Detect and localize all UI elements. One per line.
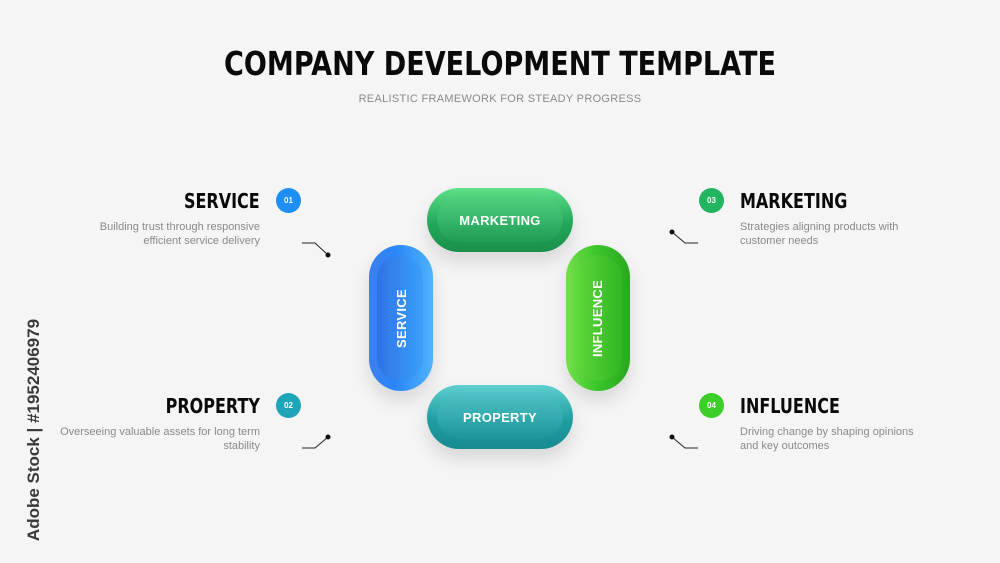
influence-description: Driving change by shaping opinions and k… — [740, 426, 914, 452]
influence-heading: INFLUENCE — [740, 394, 840, 418]
service-connector — [302, 242, 329, 256]
marketing-pill-label: MARKETING — [459, 212, 541, 228]
property-number-badge: 02 — [276, 393, 301, 418]
page-subtitle: REALISTIC FRAMEWORK FOR STEADY PROGRESS — [358, 93, 642, 105]
influence-number-badge: 04 — [699, 393, 724, 418]
property-description: Overseeing valuable assets for long term… — [60, 426, 260, 452]
stock-watermark-text: Adobe Stock | #1952406979 — [24, 318, 43, 542]
influence-pill-label: INFLUENCE — [590, 279, 606, 357]
service-connector-dot — [325, 252, 331, 258]
service-number-badge: 01 — [276, 188, 301, 213]
marketing-description: Strategies aligning products with custom… — [740, 221, 899, 247]
property-pill: PROPERTY — [427, 385, 573, 449]
property-connector — [302, 436, 329, 449]
page-title: COMPANY DEVELOPMENT TEMPLATE — [224, 44, 776, 83]
marketing-connector — [671, 231, 698, 244]
influence-connector-dot — [669, 434, 675, 440]
property-pill-label: PROPERTY — [463, 409, 537, 425]
service-description: Building trust through responsive effici… — [99, 221, 260, 247]
service-pill: SERVICE — [369, 245, 433, 391]
marketing-number-badge: 03 — [699, 188, 724, 213]
marketing-heading: MARKETING — [740, 189, 848, 213]
stock-watermark: Adobe Stock | #1952406979 — [22, 310, 44, 550]
property-connector-dot — [325, 434, 331, 440]
property-heading: PROPERTY — [165, 394, 260, 418]
influence-connector — [671, 436, 698, 449]
influence-pill: INFLUENCE — [566, 245, 630, 391]
service-heading: SERVICE — [184, 189, 260, 213]
marketing-pill: MARKETING — [427, 188, 573, 252]
marketing-connector-dot — [669, 229, 675, 235]
service-pill-label: SERVICE — [393, 288, 409, 348]
